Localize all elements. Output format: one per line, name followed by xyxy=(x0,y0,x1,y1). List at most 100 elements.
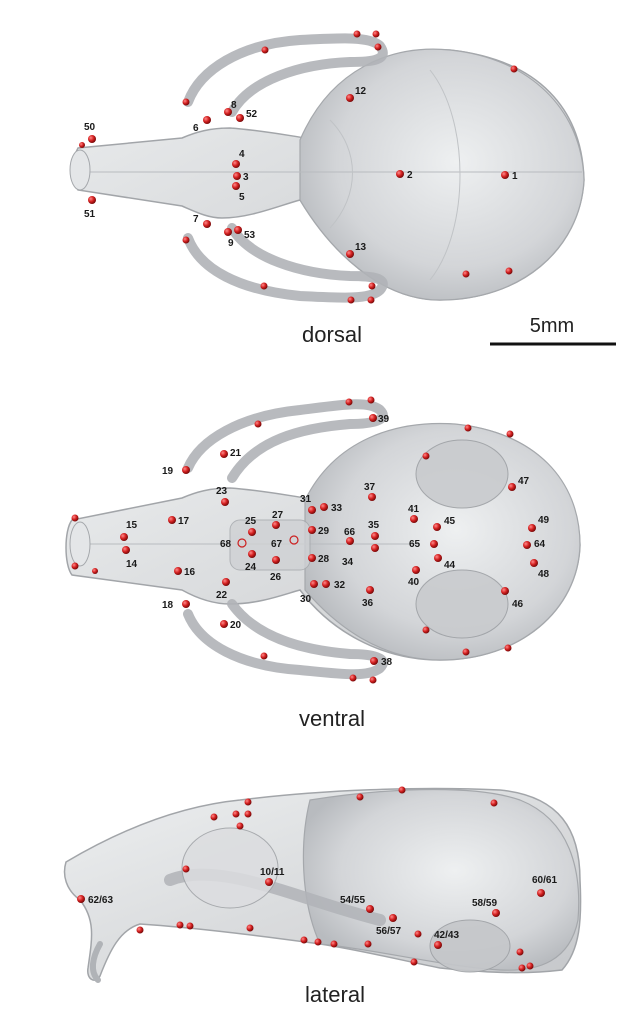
landmark-dot xyxy=(389,914,397,922)
landmark-dot xyxy=(422,626,430,634)
dorsal-view-title: dorsal xyxy=(302,322,362,347)
landmark-dot xyxy=(232,160,240,168)
landmark-dot xyxy=(88,135,96,143)
landmark-dot xyxy=(248,550,256,558)
landmark-label: 26 xyxy=(270,572,282,583)
landmark-label: 36 xyxy=(362,598,374,609)
landmark-label: 48 xyxy=(538,569,550,580)
landmark-dot xyxy=(265,878,273,886)
landmark-dot xyxy=(398,786,406,794)
landmark-dot xyxy=(371,544,379,552)
landmark-dot xyxy=(412,566,420,574)
landmark-label: 17 xyxy=(178,516,190,527)
landmark-dot xyxy=(356,793,364,801)
landmark-dot xyxy=(120,533,128,541)
landmark-dot xyxy=(368,493,376,501)
landmark-dot xyxy=(371,532,379,540)
landmark-dot xyxy=(79,142,85,148)
landmark-dot xyxy=(322,580,330,588)
landmark-label: 45 xyxy=(444,516,456,527)
landmark-dot xyxy=(246,924,254,932)
landmark-dot xyxy=(414,930,422,938)
landmark-dot xyxy=(182,466,190,474)
landmark-dot xyxy=(410,515,418,523)
landmark-label: 18 xyxy=(162,600,174,611)
landmark-label: 2 xyxy=(407,170,413,181)
landmark-dot xyxy=(345,398,353,406)
landmark-dot xyxy=(369,676,377,684)
scale-bar-label: 5mm xyxy=(530,315,574,337)
landmark-dot xyxy=(77,895,85,903)
ventral-landmarks: 14 15 16 17 18 19 20 21 22 23 24 25 26 2… xyxy=(71,396,550,684)
landmark-dot xyxy=(492,909,500,917)
landmark-label: 8 xyxy=(231,100,237,111)
landmark-label: 44 xyxy=(444,560,456,571)
landmark-dot xyxy=(501,171,509,179)
landmark-label: 21 xyxy=(230,448,242,459)
landmark-dot xyxy=(71,562,79,570)
landmark-dot xyxy=(537,889,545,897)
landmark-dot xyxy=(224,108,232,116)
landmark-dot xyxy=(210,813,218,821)
landmark-dot xyxy=(462,648,470,656)
landmark-dot xyxy=(516,948,524,956)
landmark-dot xyxy=(260,282,268,290)
landmark-dot xyxy=(176,921,184,929)
landmark-dot xyxy=(320,503,328,511)
landmark-label: 46 xyxy=(512,599,524,610)
landmark-label: 60/61 xyxy=(532,875,557,886)
landmark-dot xyxy=(434,941,442,949)
landmark-dot xyxy=(220,620,228,628)
landmark-dot xyxy=(234,226,242,234)
landmark-label: 52 xyxy=(246,109,258,120)
landmark-label: 54/55 xyxy=(340,895,365,906)
landmark-label: 68 xyxy=(220,539,232,550)
landmark-label: 38 xyxy=(381,657,393,668)
landmark-label: 6 xyxy=(193,123,199,134)
landmark-dot xyxy=(220,450,228,458)
landmark-dot xyxy=(526,962,534,970)
landmark-dot xyxy=(254,420,262,428)
landmark-dot xyxy=(505,267,513,275)
landmark-dot xyxy=(366,905,374,913)
landmark-label: 12 xyxy=(355,86,367,97)
landmark-label: 16 xyxy=(184,567,196,578)
landmark-dot xyxy=(236,822,244,830)
landmark-dot xyxy=(462,270,470,278)
landmark-label: 31 xyxy=(300,494,312,505)
landmark-label: 30 xyxy=(300,594,312,605)
landmark-label: 34 xyxy=(342,557,354,568)
landmark-dot xyxy=(310,580,318,588)
landmark-dot xyxy=(203,220,211,228)
landmark-label: 10/11 xyxy=(260,867,285,878)
landmark-dot xyxy=(349,674,357,682)
landmark-dot xyxy=(346,250,354,258)
landmark-dot xyxy=(364,940,372,948)
landmark-label: 47 xyxy=(518,476,530,487)
landmark-label: 3 xyxy=(243,172,249,183)
landmark-dot xyxy=(370,657,378,665)
landmark-dot xyxy=(174,567,182,575)
landmark-dot xyxy=(224,228,232,236)
landmark-dot xyxy=(433,523,441,531)
landmark-dot xyxy=(289,535,299,545)
landmark-dot xyxy=(203,116,211,124)
landmark-label: 29 xyxy=(318,526,330,537)
landmark-dot xyxy=(244,810,252,818)
landmark-dot xyxy=(168,516,176,524)
landmark-dot xyxy=(272,556,280,564)
landmark-label: 22 xyxy=(216,590,228,601)
landmark-dot xyxy=(518,964,526,972)
landmark-label: 35 xyxy=(368,520,380,531)
landmark-dot xyxy=(236,114,244,122)
landmark-dot xyxy=(367,296,375,304)
landmark-dot xyxy=(490,799,498,807)
landmark-dot xyxy=(237,538,247,548)
landmark-label: 32 xyxy=(334,580,346,591)
landmark-dot xyxy=(88,196,96,204)
lateral-skull-outline xyxy=(63,787,582,983)
lateral-landmarks: 10/11 42/43 54/55 56/57 58/59 60/61 62/6… xyxy=(77,786,557,972)
landmark-label: 15 xyxy=(126,520,138,531)
landmark-dot xyxy=(353,30,361,38)
landmark-dot xyxy=(368,282,376,290)
